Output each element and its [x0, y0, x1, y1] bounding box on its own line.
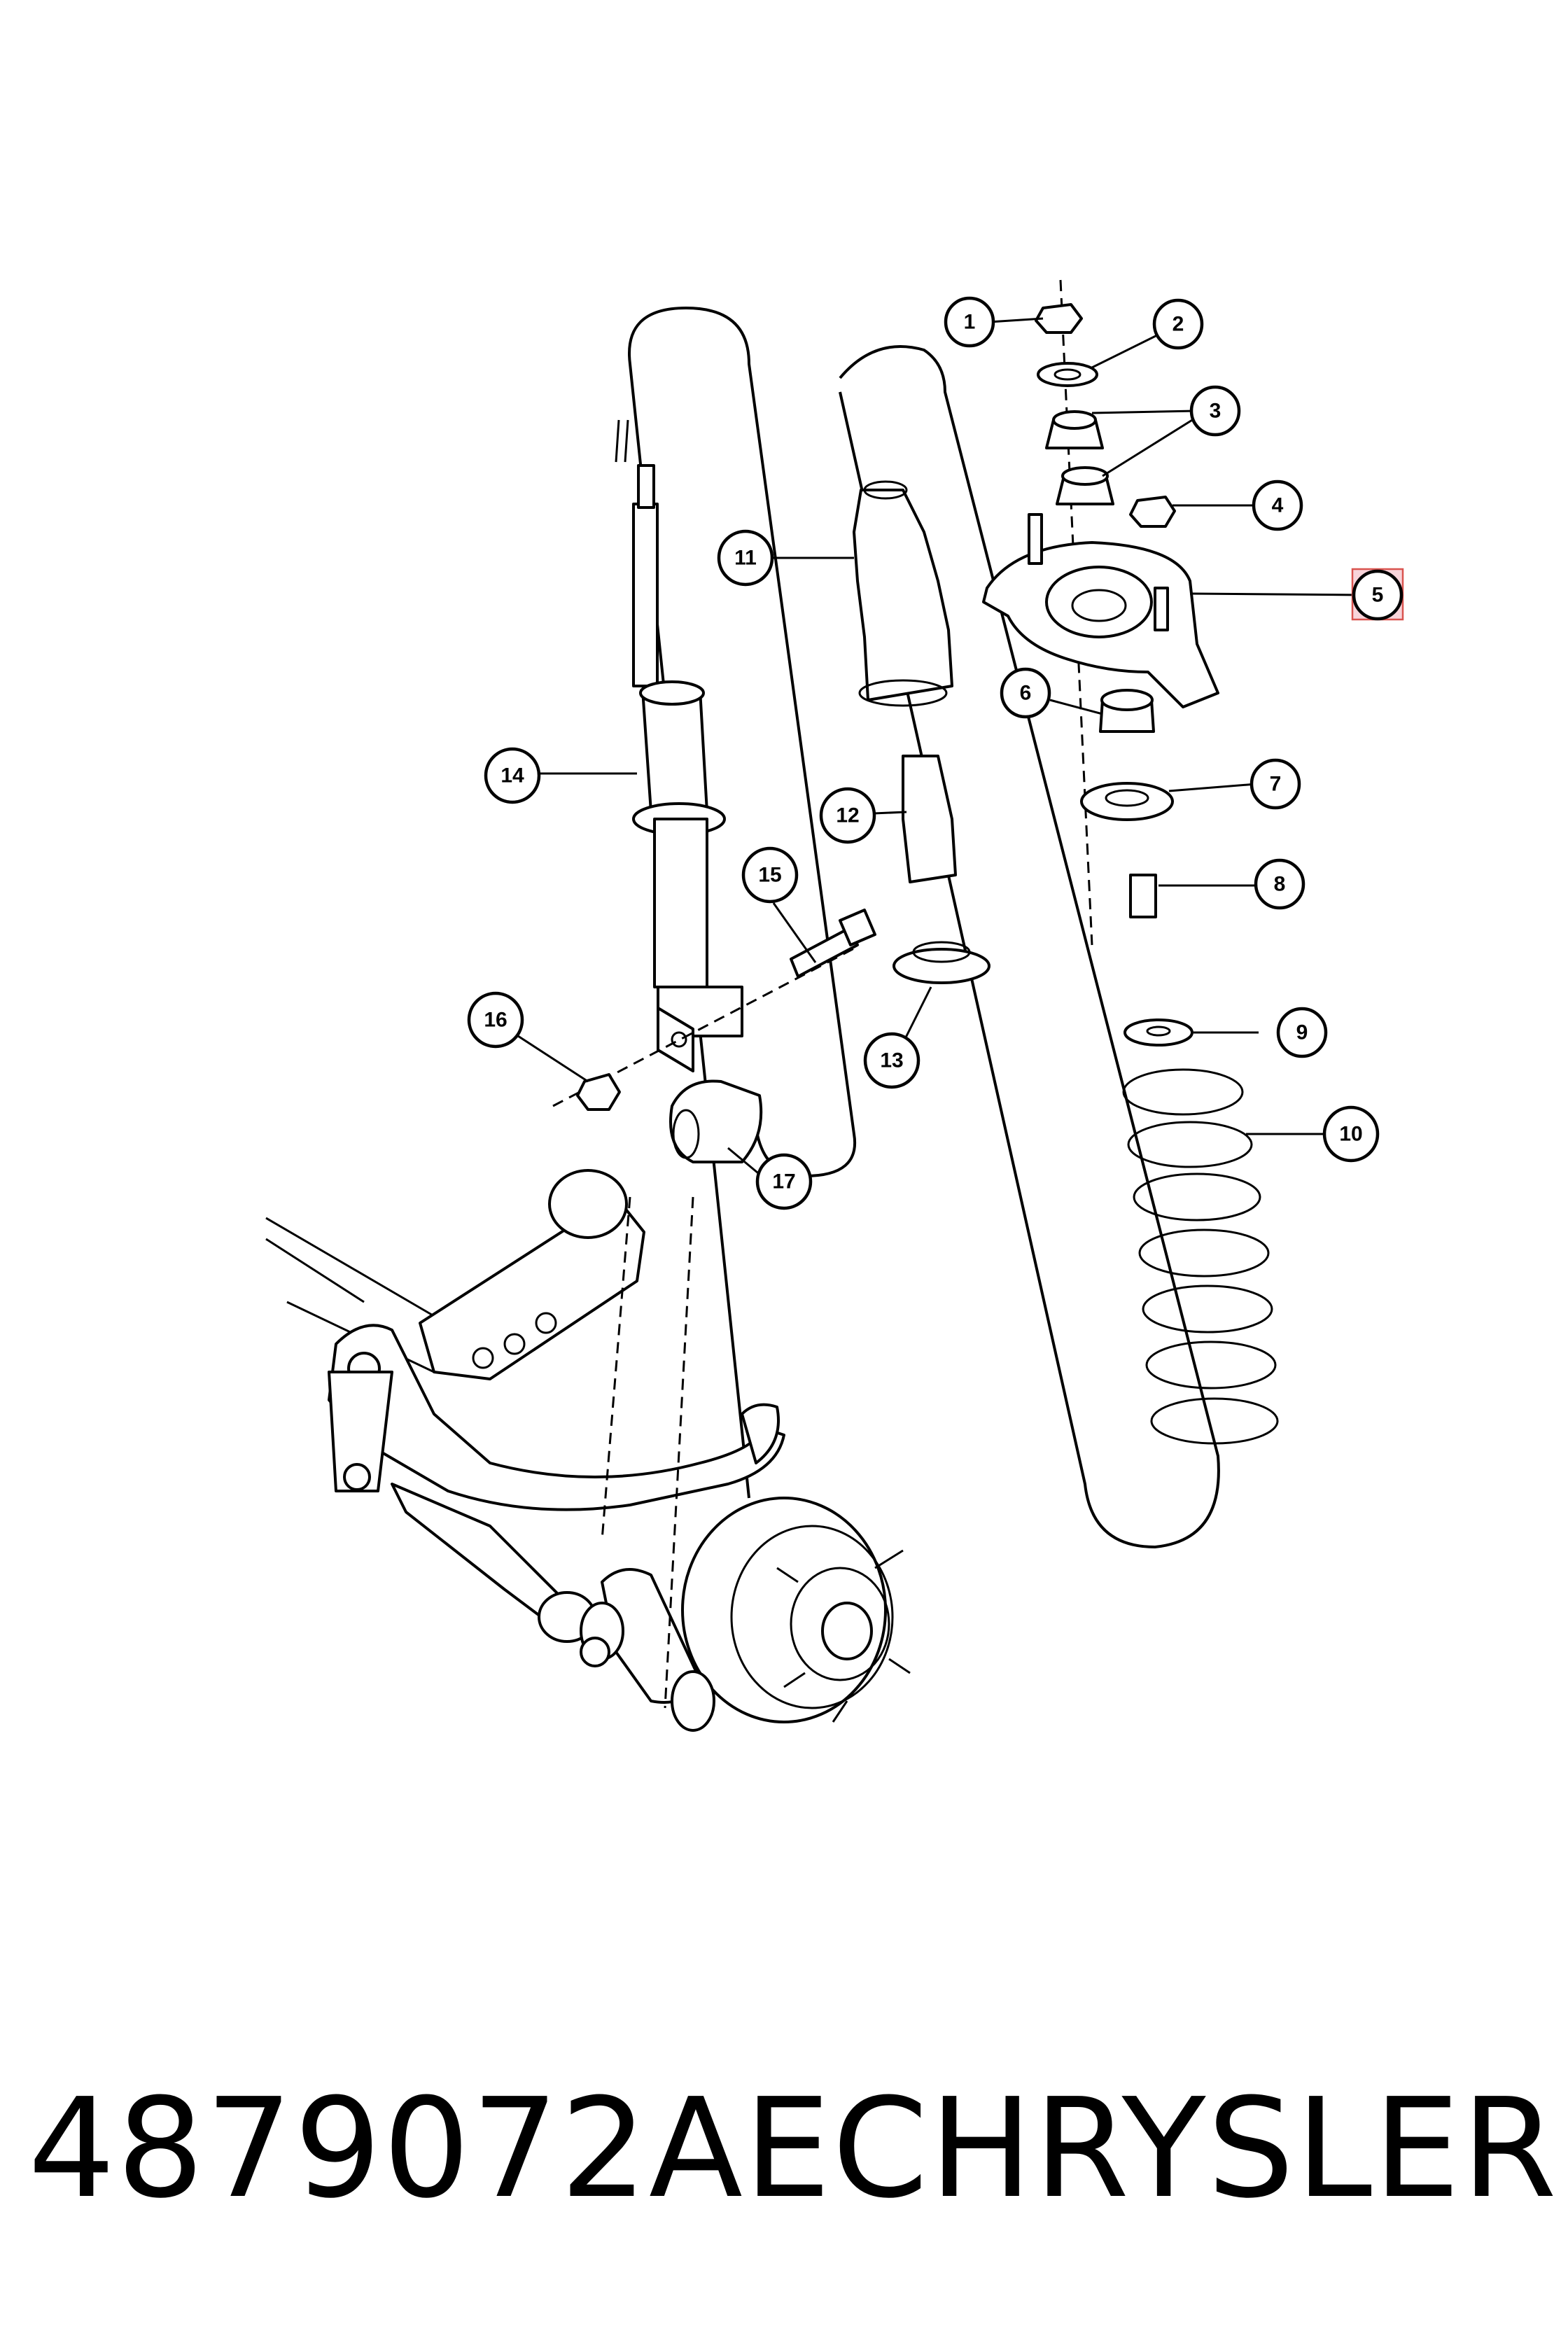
caption-bar: 4879072AE CHRYSLER: [28, 2069, 1557, 2229]
callout-11[interactable]: 11: [717, 529, 774, 587]
exploded-parts-diagram: 1 2 3 4 5 6 7 8 9 10 11 12: [265, 279, 1404, 1732]
callout-10[interactable]: 10: [1322, 1105, 1380, 1163]
callout-label: 7: [1270, 773, 1282, 796]
coil-spring: [1122, 1068, 1279, 1445]
callout-label: 9: [1296, 1021, 1308, 1044]
callout-label: 8: [1274, 873, 1286, 896]
callout-6[interactable]: 6: [1000, 667, 1051, 719]
callout-9[interactable]: 9: [1276, 1007, 1328, 1058]
callout-label: 15: [758, 864, 781, 887]
callout-label: 10: [1339, 1123, 1362, 1146]
callout-14[interactable]: 14: [484, 747, 541, 804]
strut-assembly: [615, 419, 743, 1072]
callout-3[interactable]: 3: [1189, 385, 1241, 437]
lower-hardware: [1080, 689, 1194, 1046]
callout-15[interactable]: 15: [741, 846, 799, 904]
callout-label: 6: [1020, 682, 1032, 705]
mounting-bolt-set: [552, 909, 876, 1163]
callout-label: 2: [1172, 313, 1184, 336]
callout-label: 1: [964, 311, 976, 334]
callout-1[interactable]: 1: [944, 296, 995, 348]
callout-5[interactable]: 5: [1351, 568, 1404, 621]
callout-7[interactable]: 7: [1250, 758, 1301, 810]
callout-label: 5: [1372, 584, 1384, 607]
callout-13[interactable]: 13: [863, 1032, 920, 1089]
suspension-subframe: [265, 1169, 911, 1732]
callout-2[interactable]: 2: [1152, 298, 1204, 350]
part-number-label: 4879072AE: [28, 2069, 832, 2229]
spring-group-outline: [839, 345, 1220, 1549]
callout-label: 17: [772, 1170, 795, 1194]
leader-lines: [517, 317, 1362, 1177]
callout-label: 16: [484, 1009, 507, 1032]
callout-label: 3: [1210, 400, 1222, 423]
callout-4[interactable]: 4: [1252, 479, 1303, 531]
upper-strut-mount: [982, 513, 1219, 708]
callout-8[interactable]: 8: [1254, 858, 1306, 910]
callout-label: 12: [836, 804, 859, 827]
top-hardware: [1035, 279, 1176, 946]
callout-17[interactable]: 17: [755, 1153, 813, 1210]
brand-label: CHRYSLER: [832, 2069, 1559, 2229]
dust-boot-and-bumper: [853, 480, 990, 984]
callout-label: 11: [734, 547, 757, 570]
callout-12[interactable]: 12: [819, 787, 876, 844]
callout-label: 13: [880, 1049, 903, 1072]
callout-16[interactable]: 16: [467, 991, 524, 1049]
callout-label: 4: [1272, 494, 1284, 517]
callout-label: 14: [500, 764, 524, 788]
